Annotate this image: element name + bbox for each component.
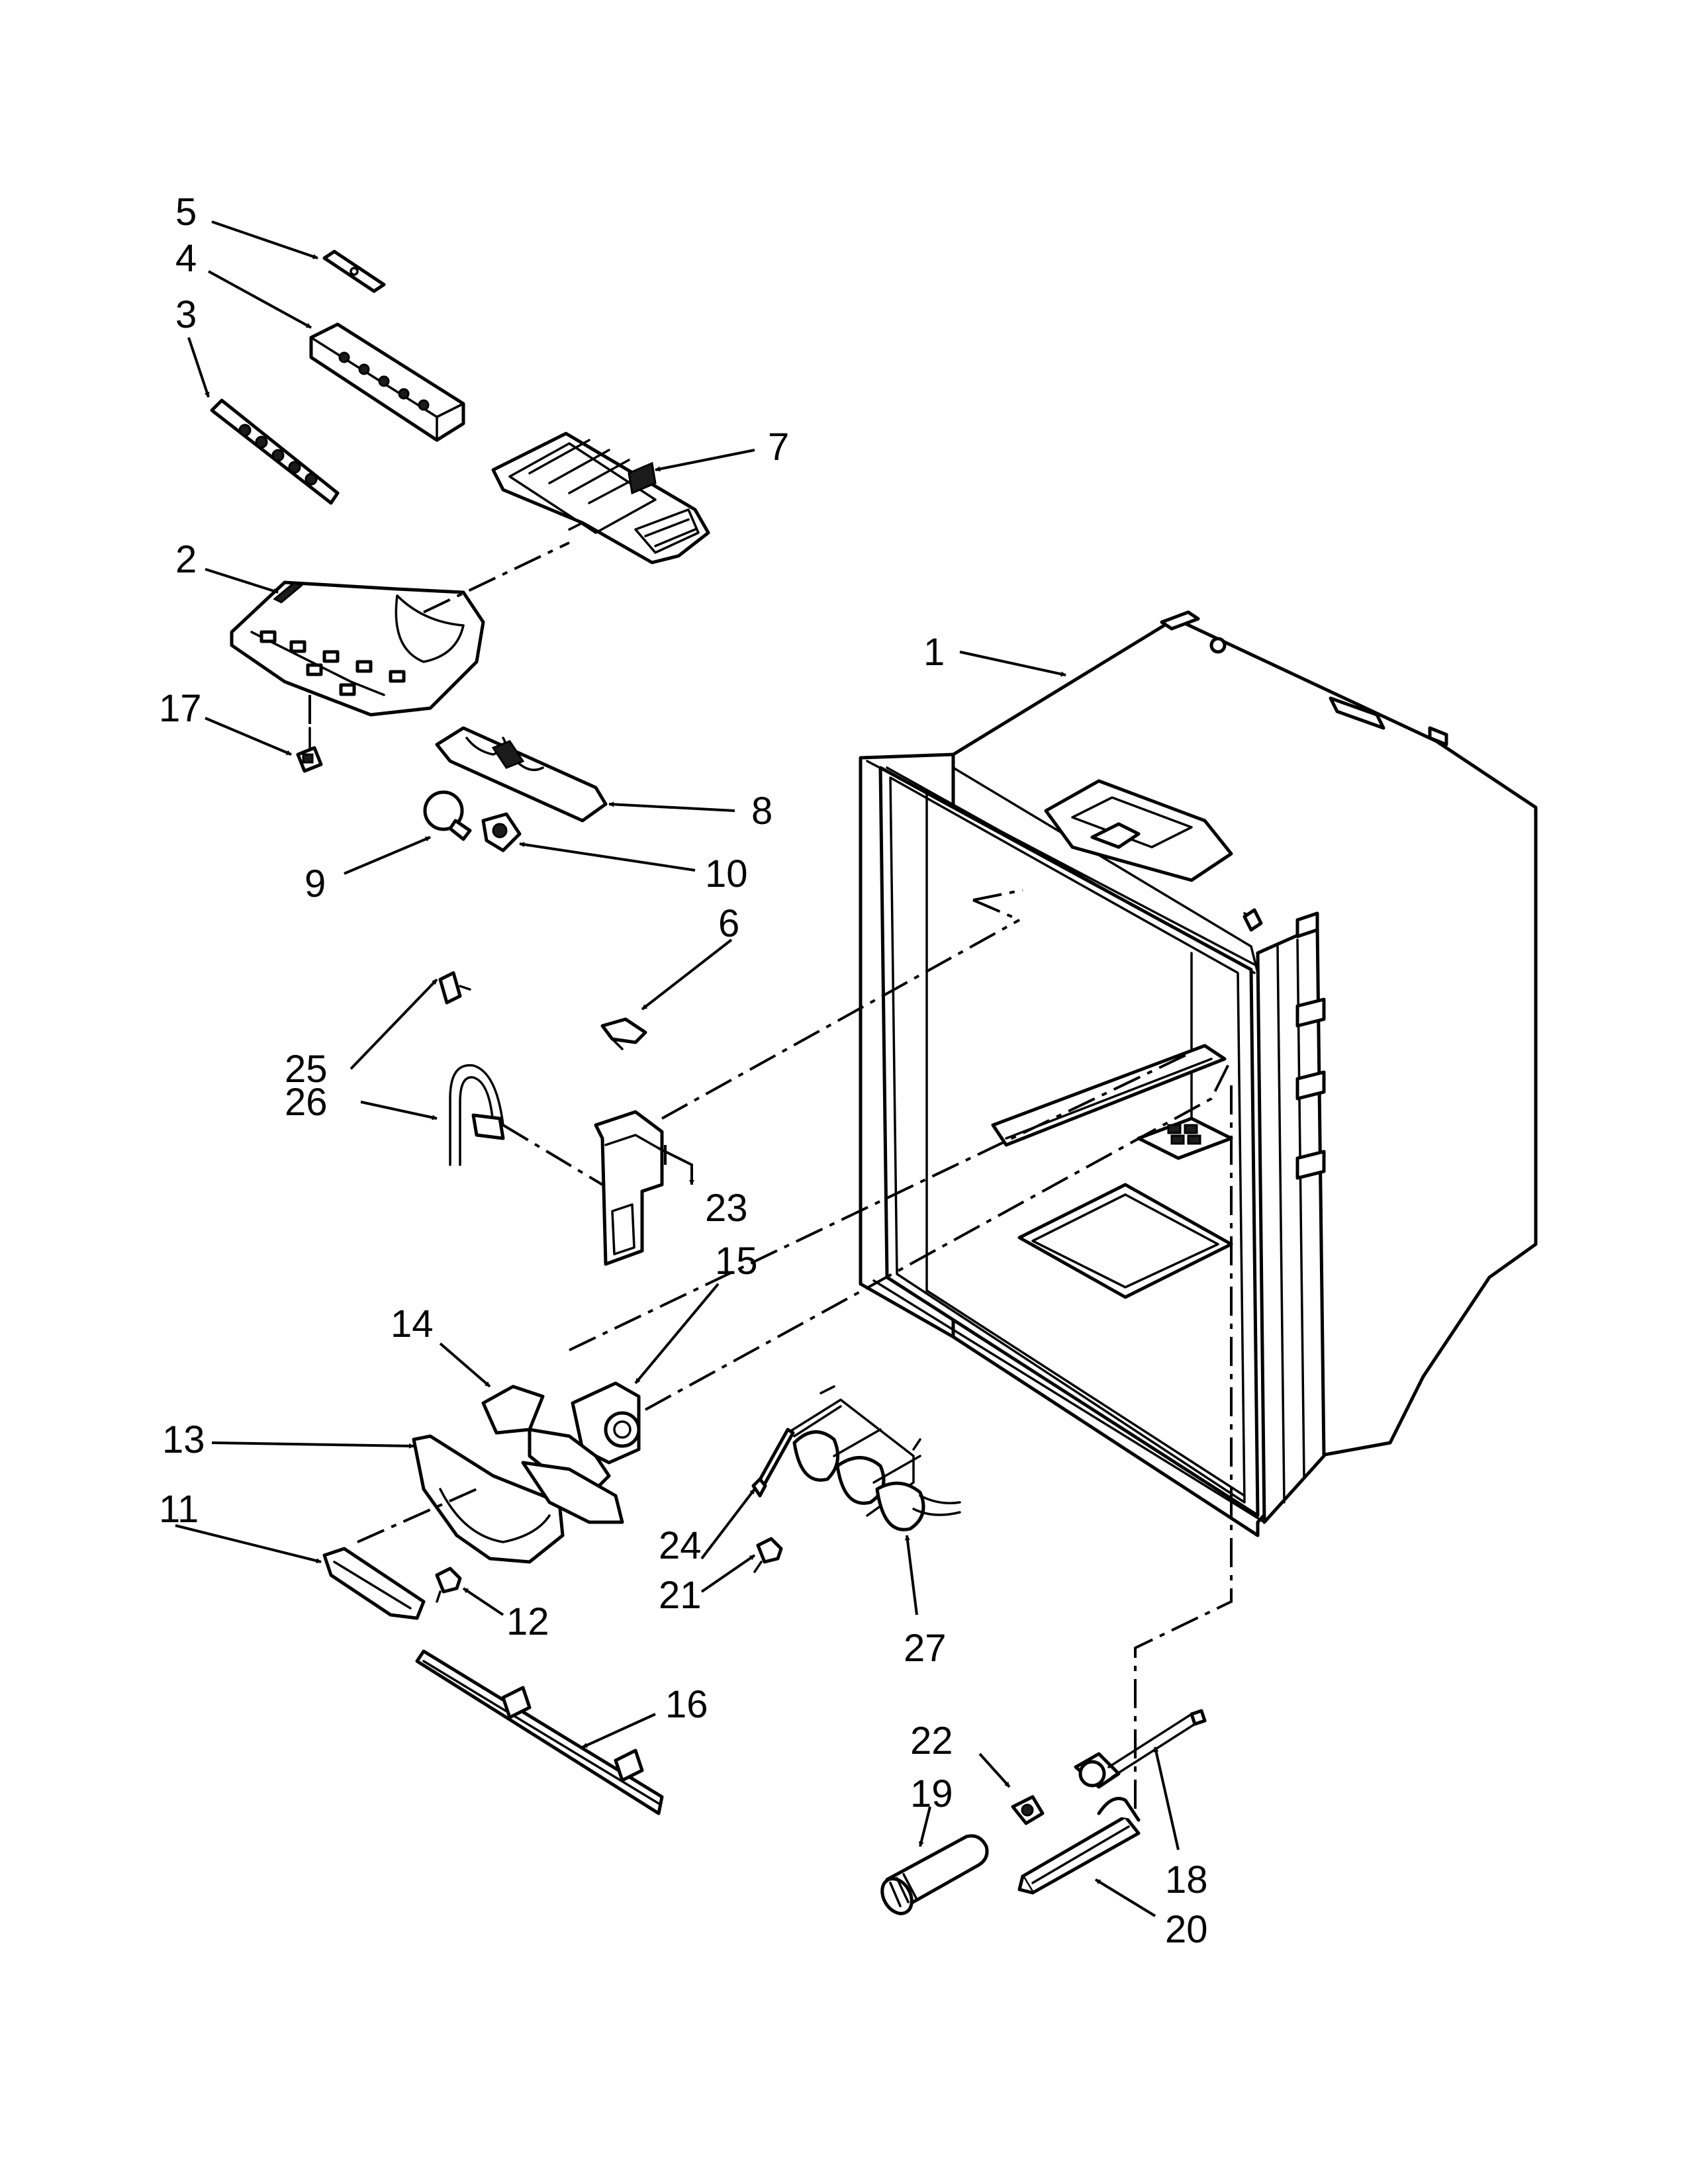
- callout-17: 17: [159, 687, 202, 730]
- part-18-filter-head: [1074, 1709, 1207, 1789]
- part-22-bypass-plug: [1011, 1795, 1045, 1825]
- callout-16: 16: [665, 1683, 708, 1726]
- callout-18: 18: [1165, 1858, 1208, 1901]
- part-21-screw: [753, 1537, 783, 1573]
- callout-21: 21: [659, 1574, 702, 1617]
- part-4-control-bracket: [309, 322, 465, 442]
- assembly-line-2-7: [423, 541, 570, 614]
- part-2-control-housing: [230, 580, 485, 717]
- callout-9: 9: [305, 862, 326, 905]
- part-5-small-bracket: [322, 250, 386, 293]
- part-10-lamp-socket: [481, 812, 522, 852]
- callout-14: 14: [391, 1302, 434, 1345]
- part-13-dispenser-bezel: [412, 1434, 624, 1564]
- callout-13: 13: [162, 1418, 205, 1461]
- part-23-filter-housing: [594, 1110, 664, 1266]
- callout-26: 26: [285, 1081, 328, 1124]
- part-20-filter-cover: [1017, 1797, 1141, 1895]
- callout-11: 11: [159, 1488, 199, 1531]
- part-8-light-housing: [435, 726, 608, 823]
- callouts: 1 2 3 4 5 6 7 8 9 10 11 12 13 14 15 16 1…: [159, 191, 1208, 1951]
- callout-1: 1: [923, 631, 945, 674]
- part-27-tube-assembly: [786, 1385, 961, 1531]
- callout-7: 7: [768, 426, 789, 469]
- callout-10: 10: [705, 852, 748, 895]
- assembly-line-26-23: [502, 1124, 604, 1186]
- part-15-water-valve: [571, 1381, 641, 1465]
- assembly-line-liner-filter: [1134, 1085, 1233, 1813]
- callout-8: 8: [751, 790, 773, 833]
- leader-lines: [175, 220, 1180, 1917]
- callout-6: 6: [718, 902, 739, 945]
- callout-27: 27: [904, 1627, 947, 1670]
- callout-2: 2: [175, 538, 197, 581]
- part-26-water-tube: [449, 1064, 505, 1166]
- assembly-line-23-liner: [661, 919, 1020, 1120]
- part-9-light-bulb: [423, 790, 472, 841]
- callout-19: 19: [910, 1772, 953, 1815]
- part-14-dispenser-chute: [481, 1385, 611, 1491]
- callout-5: 5: [175, 191, 197, 234]
- assembly-line-13-liner: [569, 1051, 1192, 1351]
- part-12-screw: [435, 1567, 462, 1603]
- callout-3: 3: [175, 293, 197, 336]
- assembly-line-liner-top: [972, 889, 1023, 921]
- assembly-line-11-13: [357, 1488, 477, 1543]
- part-24-screw: [751, 1428, 795, 1498]
- part-17-switch: [296, 727, 323, 773]
- callout-12: 12: [506, 1600, 549, 1643]
- part-3-control-board: [210, 398, 340, 505]
- callout-15: 15: [715, 1240, 758, 1283]
- part-1-liner: [859, 610, 1538, 1537]
- part-19-water-filter: [880, 1834, 989, 1915]
- part-16-trim-strip: [415, 1649, 664, 1815]
- callout-22: 22: [910, 1719, 953, 1762]
- part-6-clip: [600, 1017, 647, 1050]
- assembly-line-15-liner: [645, 1058, 1233, 1411]
- callout-20: 20: [1165, 1908, 1208, 1951]
- assembly-lines: [308, 541, 1233, 1813]
- part-11-drip-tray: [322, 1547, 426, 1620]
- callout-25: 25: [285, 1048, 328, 1091]
- part-7-light-cover: [491, 432, 710, 565]
- callout-4: 4: [175, 237, 197, 280]
- callout-23: 23: [705, 1187, 748, 1230]
- part-25-thermistor: [438, 971, 471, 1005]
- callout-24: 24: [659, 1524, 702, 1567]
